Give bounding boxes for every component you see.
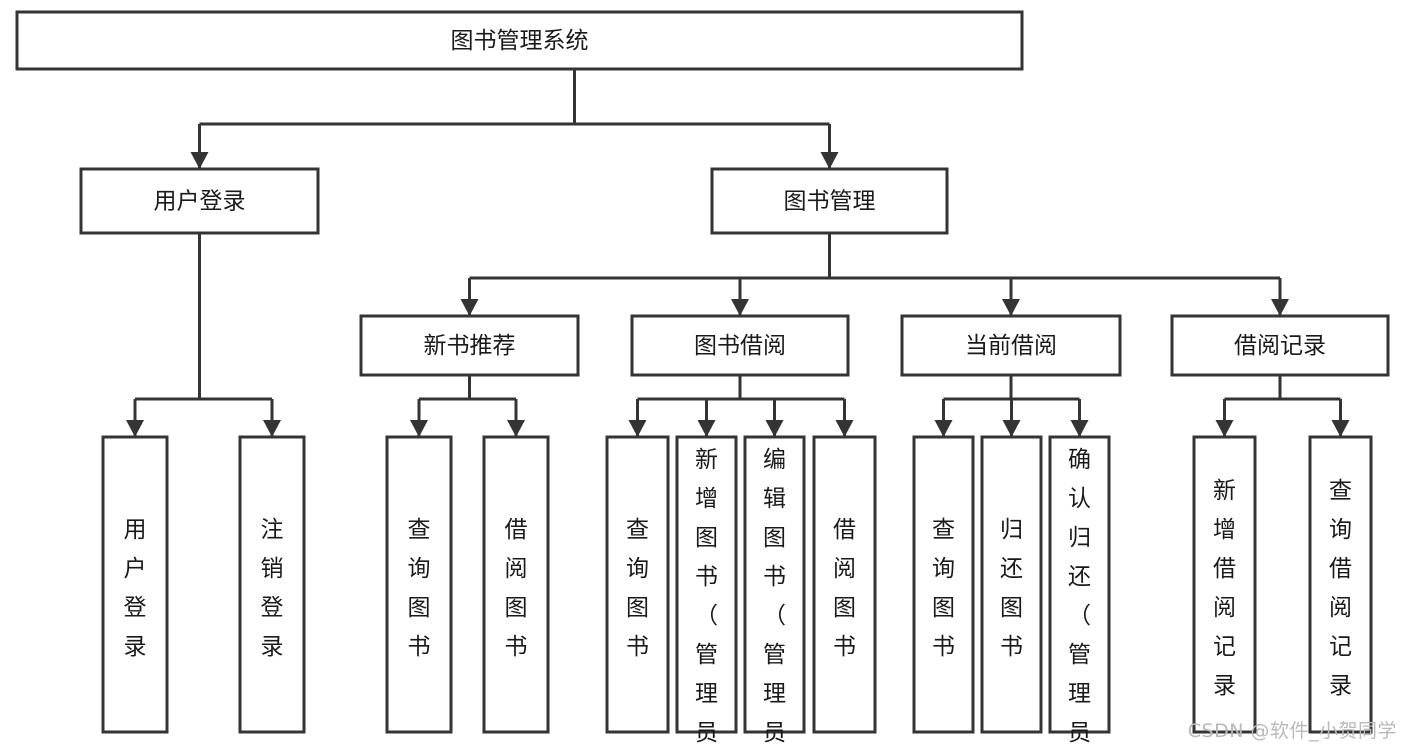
arrow-head xyxy=(1215,420,1234,437)
node-leaf-edit-book[interactable]: 编辑图书（管理员） xyxy=(743,435,806,747)
node-leaf-borrow-book[interactable]: 借阅图书 xyxy=(812,435,877,734)
node-label: 图书管理 xyxy=(784,189,876,215)
node-label: 借阅图书 xyxy=(505,517,528,660)
node-box xyxy=(980,435,1043,734)
node-leaf-query-book-borrow[interactable]: 查询图书 xyxy=(605,435,670,734)
arrow-head xyxy=(1070,420,1089,437)
node-label: 归还图书 xyxy=(1000,517,1023,660)
node-new-book-recommend[interactable]: 新书推荐 xyxy=(359,314,580,377)
node-box xyxy=(812,435,877,734)
node-root[interactable]: 图书管理系统 xyxy=(15,10,1024,71)
node-label: 当前借阅 xyxy=(965,333,1057,359)
node-box xyxy=(900,314,1122,377)
node-leaf-logout[interactable]: 注销登录 xyxy=(238,435,306,734)
node-user-login[interactable]: 用户登录 xyxy=(79,167,320,235)
arrow-head xyxy=(1271,299,1289,316)
node-label: 编辑图书（管理员） xyxy=(763,447,786,747)
node-leaf-return-book[interactable]: 归还图书 xyxy=(980,435,1043,734)
node-current-borrow[interactable]: 当前借阅 xyxy=(900,314,1122,377)
node-label: 新书推荐 xyxy=(424,333,516,359)
node-box xyxy=(359,314,580,377)
node-leaf-confirm-return[interactable]: 确认归还（管理员） xyxy=(1048,435,1111,747)
node-box xyxy=(79,167,320,235)
arrow-head xyxy=(126,420,144,437)
node-label: 图书管理系统 xyxy=(451,28,589,54)
node-box xyxy=(1192,435,1257,734)
connector-layer xyxy=(126,69,1350,437)
arrow-head xyxy=(934,420,953,437)
arrow-head xyxy=(410,420,428,437)
node-box xyxy=(743,435,806,734)
arrow-head xyxy=(1002,299,1020,316)
node-box xyxy=(385,435,453,734)
arrow-head xyxy=(460,299,479,316)
node-label: 查询图书 xyxy=(408,517,431,660)
node-box xyxy=(1170,314,1390,377)
node-box xyxy=(1048,435,1111,734)
arrow-head xyxy=(697,420,716,437)
node-leaf-query-book-current[interactable]: 查询图书 xyxy=(912,435,975,734)
node-book-manage[interactable]: 图书管理 xyxy=(710,167,949,235)
arrow-head xyxy=(835,420,854,437)
node-label: 查询图书 xyxy=(932,517,955,660)
node-label: 查询借阅记录 xyxy=(1329,478,1352,699)
arrow-head xyxy=(765,420,784,437)
node-label: 用户登录 xyxy=(154,189,246,215)
arrow-head xyxy=(190,152,209,169)
node-label: 注销登录 xyxy=(261,517,284,660)
node-box xyxy=(630,314,850,377)
node-borrow-record[interactable]: 借阅记录 xyxy=(1170,314,1390,377)
node-leaf-user-login[interactable]: 用户登录 xyxy=(101,435,169,734)
arrow-head xyxy=(820,152,839,169)
node-box xyxy=(675,435,738,734)
node-leaf-add-book[interactable]: 新增图书（管理员） xyxy=(675,435,738,747)
node-box xyxy=(482,435,550,734)
node-label: 新增借阅记录 xyxy=(1213,478,1236,699)
arrow-head xyxy=(263,420,281,437)
node-box xyxy=(912,435,975,734)
arrow-head xyxy=(507,420,525,437)
node-box xyxy=(1308,435,1373,734)
node-box xyxy=(101,435,169,734)
node-leaf-borrow-book-recommend[interactable]: 借阅图书 xyxy=(482,435,550,734)
node-leaf-query-record[interactable]: 查询借阅记录 xyxy=(1308,435,1373,734)
node-label: 查询图书 xyxy=(626,517,649,660)
node-book-borrow[interactable]: 图书借阅 xyxy=(630,314,850,377)
node-label: 新增图书（管理员） xyxy=(695,447,718,747)
node-leaf-add-record[interactable]: 新增借阅记录 xyxy=(1192,435,1257,734)
node-label: 借阅记录 xyxy=(1234,333,1326,359)
node-box xyxy=(710,167,949,235)
node-box xyxy=(605,435,670,734)
node-box xyxy=(15,10,1024,71)
node-label: 用户登录 xyxy=(124,517,147,660)
node-label: 借阅图书 xyxy=(833,517,856,660)
node-label: 图书借阅 xyxy=(694,333,786,359)
arrow-head xyxy=(731,299,749,316)
node-layer: 图书管理系统用户登录图书管理新书推荐图书借阅当前借阅借阅记录用户登录注销登录查询… xyxy=(15,10,1390,747)
arrow-head xyxy=(1002,420,1021,437)
arrow-head xyxy=(1331,420,1350,437)
node-box xyxy=(238,435,306,734)
node-label: 确认归还（管理员） xyxy=(1068,447,1091,747)
arrow-head xyxy=(628,420,647,437)
node-leaf-query-book-recommend[interactable]: 查询图书 xyxy=(385,435,453,734)
